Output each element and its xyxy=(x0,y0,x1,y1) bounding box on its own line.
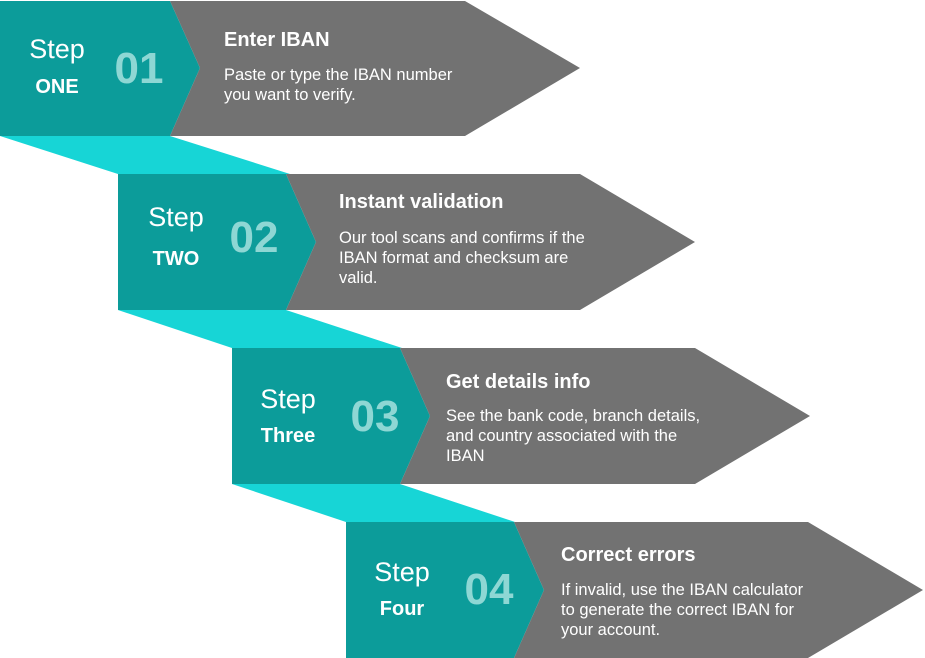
step-3-title: Get details info xyxy=(446,371,590,393)
step-3-desc: See the bank code, branch details, and c… xyxy=(446,407,705,465)
step-4-arrow-panel xyxy=(514,522,923,658)
step-3-label-panel xyxy=(232,348,430,484)
step-2-number: 02 xyxy=(230,213,279,262)
step-1-desc-line: Paste or type the IBAN number xyxy=(224,66,453,84)
step-4-word: Step xyxy=(374,557,430,587)
step-4-desc-line: your account. xyxy=(561,621,660,639)
step-3-desc-line: See the bank code, branch details, xyxy=(446,407,700,425)
step-1-label-panel xyxy=(0,1,200,136)
step-4-desc-line: If invalid, use the IBAN calculator xyxy=(561,581,804,599)
step-2-arrow-panel xyxy=(286,174,695,310)
connector-ribbon-3 xyxy=(232,484,515,522)
step-3-word: Step xyxy=(260,384,316,414)
step-3-desc-line: and country associated with the xyxy=(446,427,677,445)
step-1-title: Enter IBAN xyxy=(224,29,330,51)
connector-ribbon-2 xyxy=(118,310,402,348)
step-1-number: 01 xyxy=(115,44,164,93)
step-1: Step ONE 01 Enter IBAN Paste or type the… xyxy=(0,1,580,136)
step-2-name: TWO xyxy=(153,248,200,270)
connector-ribbon-1 xyxy=(0,136,290,174)
step-4: Step Four 04 Correct errors If invalid, … xyxy=(346,522,923,658)
step-3-number: 03 xyxy=(351,392,400,441)
step-4-label-panel xyxy=(346,522,544,658)
step-3-desc-line: IBAN xyxy=(446,447,485,465)
step-1-desc-line: you want to verify. xyxy=(224,86,356,104)
step-4-desc-line: to generate the correct IBAN for xyxy=(561,601,794,619)
step-1-arrow-panel xyxy=(170,1,580,136)
step-1-desc: Paste or type the IBAN number you want t… xyxy=(224,66,457,104)
step-3-name: Three xyxy=(261,425,315,447)
step-4-title: Correct errors xyxy=(561,544,696,566)
step-2-title: Instant validation xyxy=(339,191,503,213)
step-2-word: Step xyxy=(148,202,204,232)
step-2-desc-line: Our tool scans and confirms if the xyxy=(339,229,585,247)
step-1-word: Step xyxy=(29,34,85,64)
step-2-desc-line: IBAN format and checksum are xyxy=(339,249,568,267)
step-4-desc: If invalid, use the IBAN calculator to g… xyxy=(561,581,808,639)
step-2-desc-line: valid. xyxy=(339,269,378,287)
step-2: Step TWO 02 Instant validation Our tool … xyxy=(118,174,695,310)
step-3: Step Three 03 Get details info See the b… xyxy=(232,348,810,484)
step-4-name: Four xyxy=(380,598,425,620)
step-4-number: 04 xyxy=(465,565,514,614)
step-2-desc: Our tool scans and confirms if the IBAN … xyxy=(339,229,589,287)
step-1-name: ONE xyxy=(35,76,78,98)
step-3-arrow-panel xyxy=(400,348,810,484)
step-2-label-panel xyxy=(118,174,316,310)
